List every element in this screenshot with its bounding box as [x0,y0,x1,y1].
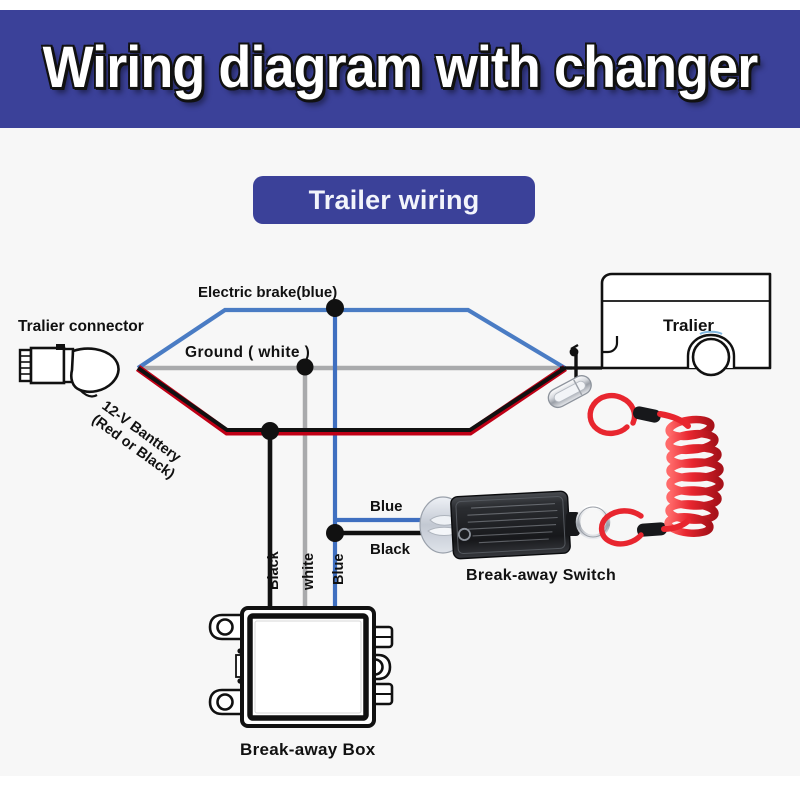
label-wire-black: Black [266,551,282,590]
label-wire-white: white [301,552,317,590]
trailer-connector-icon [18,344,120,398]
label-breakaway-switch: Break-away Switch [466,567,617,584]
label-switch-black: Black [370,541,411,558]
label-trailer-connector: Tralier connector [18,318,144,335]
header-banner: Wiring diagram with changer [0,10,800,128]
trailer-wiring-badge: Trailer wiring [253,176,535,224]
trailer-icon [560,272,772,390]
label-trailer: Tralier [663,316,715,335]
battery-red-black-wire [135,365,567,608]
diagram-canvas [0,128,800,776]
breakaway-switch-icon [419,490,611,560]
label-breakaway-box: Break-away Box [240,740,376,759]
label-wire-blue: Blue [331,553,347,585]
trailer-wiring-badge-label: Trailer wiring [308,184,480,215]
breakaway-lanyard-icon [547,375,724,547]
box-mount-tab-left-top [208,613,248,641]
page-title: Wiring diagram with changer [42,35,759,100]
junction-dot-ground [296,358,314,376]
label-electric-brake: Electric brake(blue) [198,284,338,301]
coupler-knob-icon [569,347,579,357]
junction-dot-battery [261,422,279,440]
breakaway-box-icon [208,606,394,728]
label-ground: Ground ( white ) [185,344,311,361]
box-mount-tab-left-bottom [208,688,248,716]
junction-dot-electric-brake [326,299,344,317]
label-switch-blue: Blue [370,498,403,515]
junction-dot-switch-black [326,524,344,542]
ground-white-wire [138,358,565,608]
